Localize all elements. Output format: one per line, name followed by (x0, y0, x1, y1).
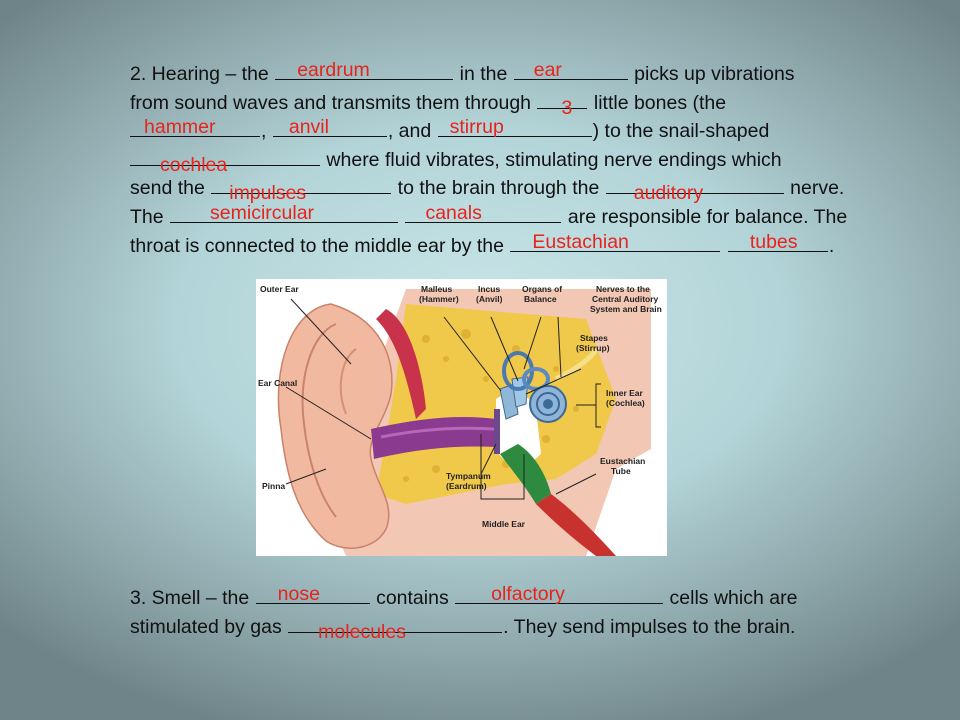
blank-impulses: impulses (211, 174, 392, 204)
answer-eardrum: eardrum (297, 59, 370, 81)
blank-ear: ear (513, 59, 628, 81)
hearing-line-2: from sound waves and transmits them thro… (130, 89, 847, 119)
blank-anvil: anvil (272, 116, 387, 138)
ear-anatomy-diagram: Outer Ear Malleus (Hammer) Incus (Anvil)… (256, 279, 667, 556)
smell-paragraph: 3. Smell – the nose contains olfactory c… (130, 583, 798, 643)
text-segment: from sound waves and transmits them thro… (130, 91, 537, 114)
label-inner-ear: Inner Ear (606, 388, 644, 398)
blank-auditory: auditory (605, 174, 784, 204)
text-segment: contains (370, 587, 455, 609)
answer-olfactory: olfactory (491, 583, 565, 605)
label-nerves-1: Nerves to the (596, 284, 650, 294)
text-segment: nerve. (784, 177, 845, 200)
text-segment (399, 206, 404, 228)
answer-three: 3 (561, 96, 573, 119)
blank-olfactory: olfactory (455, 583, 664, 605)
text-segment: send the (130, 177, 211, 200)
label-stirrup: (Stirrup) (576, 343, 610, 353)
label-tube: Tube (611, 466, 631, 476)
text-segment: stimulated by gas (130, 615, 288, 638)
answer-eustachian: Eustachian (532, 230, 629, 253)
answer-anvil: anvil (288, 116, 329, 139)
text-segment: to the brain through the (392, 177, 605, 200)
blank-canals: canals (405, 202, 562, 224)
answer-stirrup: stirrup (449, 116, 504, 139)
answer-auditory: auditory (633, 182, 704, 205)
label-outer-ear: Outer Ear (260, 284, 299, 294)
text-segment: are responsible for balance. The (562, 205, 848, 228)
label-balance: Balance (524, 294, 557, 304)
label-cochlea: (Cochlea) (606, 398, 645, 408)
answer-ear: ear (533, 59, 562, 81)
answer-hammer: hammer (144, 116, 216, 139)
text-segment: throat is connected to the middle ear by… (130, 234, 510, 257)
text-segment: ) to the snail-shaped (592, 120, 770, 143)
text-segment: where fluid vibrates, stimulating nerve … (321, 148, 782, 171)
blank-molecules: molecules (288, 613, 503, 643)
text-segment: little bones (the (588, 91, 727, 114)
label-incus: Incus (478, 284, 500, 294)
blank-eardrum: eardrum (275, 59, 454, 81)
blank-number: 3 (537, 89, 588, 119)
blank-nose: nose (255, 583, 370, 605)
hearing-paragraph: 2. Hearing – the eardrum in the ear pick… (130, 59, 848, 261)
hearing-line-6: The semicircular canals are responsible … (130, 202, 848, 232)
label-eardrum: (Eardrum) (446, 481, 487, 491)
label-nerves-3: System and Brain (590, 304, 662, 314)
text-segment: in the (454, 63, 513, 85)
text-segment: The (130, 205, 170, 228)
hearing-line-5: send the impulses to the brain through t… (130, 174, 847, 204)
hearing-line-7: throat is connected to the middle ear by… (130, 231, 847, 261)
smell-line-2: stimulated by gas molecules . They send i… (130, 613, 797, 643)
label-anvil: (Anvil) (476, 294, 503, 304)
blank-stirrup: stirrup (437, 116, 592, 138)
label-middle-ear: Middle Ear (482, 519, 526, 529)
text-segment: 3. Smell – the (130, 587, 255, 609)
label-hammer: (Hammer) (419, 294, 459, 304)
label-stapes: Stapes (580, 333, 608, 343)
answer-molecules: molecules (318, 620, 406, 643)
hearing-line-4: cochlea where fluid vibrates, stimulatin… (130, 146, 847, 176)
hearing-line-1: 2. Hearing – the eardrum in the ear pick… (130, 59, 847, 89)
label-tympanum: Tympanum (446, 471, 491, 481)
label-malleus: Malleus (421, 284, 452, 294)
text-segment: , (261, 120, 272, 143)
hearing-line-3: hammer, anvil , and stirrup ) to the snail… (130, 116, 847, 146)
label-nerves-2: Central Auditory (592, 294, 659, 304)
blank-semicircular: semicircular (170, 202, 399, 224)
text-segment: picks up vibrations (628, 63, 795, 85)
blank-tubes: tubes (727, 231, 828, 253)
blank-hammer: hammer (130, 116, 260, 138)
text-segment: 2. Hearing – the (130, 63, 275, 85)
text-segment (721, 235, 726, 257)
blank-eustachian: Eustachian (510, 231, 721, 253)
label-ear-canal: Ear Canal (258, 378, 297, 388)
answer-nose: nose (277, 583, 320, 605)
text-segment: , and (387, 120, 437, 143)
answer-canals: canals (425, 201, 482, 224)
label-pinna: Pinna (262, 481, 285, 491)
smell-line-1: 3. Smell – the nose contains olfactory c… (130, 583, 798, 613)
answer-cochlea: cochlea (160, 153, 228, 176)
label-organs: Organs of (522, 284, 562, 294)
label-eustachian: Eustachian (600, 456, 645, 466)
answer-semicircular: semicircular (210, 201, 315, 224)
text-segment: . (828, 234, 835, 257)
text-segment: . They send impulses to the brain. (503, 615, 796, 638)
answer-impulses: impulses (229, 182, 307, 205)
blank-cochlea: cochlea (130, 146, 320, 176)
answer-tubes: tubes (749, 230, 798, 253)
text-segment: cells which are (664, 587, 798, 609)
